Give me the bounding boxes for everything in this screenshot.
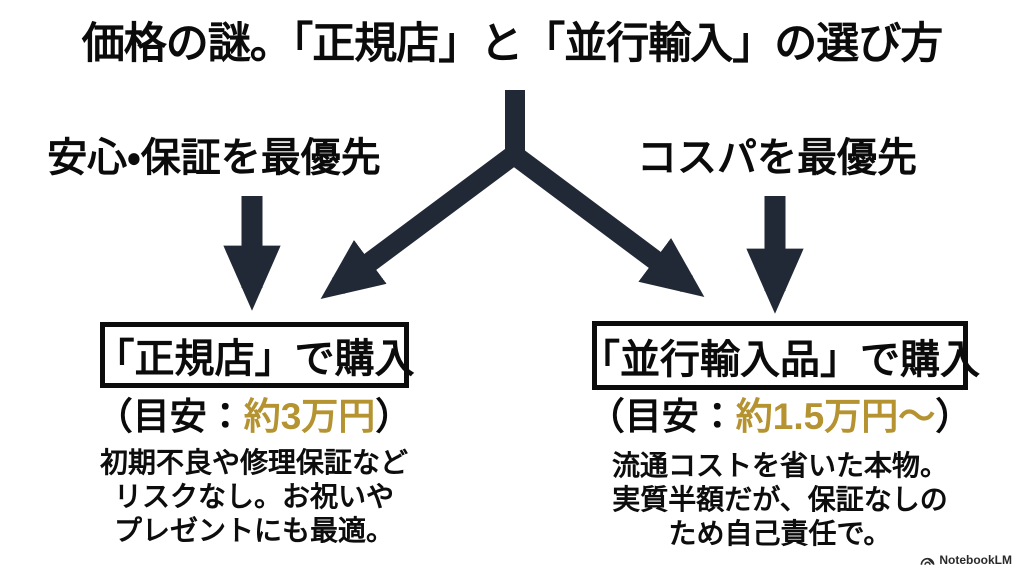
description-left: 初期不良や修理保証など リスクなし。お祝いや プレゼントにも最適。 — [56, 446, 452, 548]
price-guide-left-value: 約3万円 — [243, 396, 376, 437]
description-left-line1: 初期不良や修理保証など — [99, 447, 408, 478]
priority-label-left: 安心・保証を最優先 — [47, 136, 381, 180]
brand-watermark-label: NotebookLM — [939, 553, 1012, 567]
brand-watermark: NotebookLM — [920, 553, 1012, 567]
price-guide-right: （目安：約1.5万円〜） — [578, 394, 982, 440]
choice-box-parallel-import-label: 「並行輸入品」で購入 — [580, 337, 980, 382]
description-right-line3: ため自己責任で。 — [668, 518, 892, 549]
notebooklm-logo-icon — [920, 557, 935, 565]
description-right: 流通コストを省いた本物。 実質半額だが、保証なしの ため自己責任で。 — [578, 449, 982, 551]
price-guide-right-prefix: （目安： — [587, 396, 736, 437]
priority-label-right: コスパを最優先 — [637, 136, 917, 180]
price-guide-right-value: 約1.5万円〜 — [735, 396, 936, 437]
description-left-line2: リスクなし。お祝いや — [113, 481, 394, 512]
price-guide-left: （目安：約3万円） — [60, 394, 448, 440]
page-title: 価格の謎。「正規店」と「並行輸入」の選び方 — [81, 20, 944, 68]
price-guide-left-prefix: （目安： — [95, 396, 244, 437]
choice-box-official-store-label: 「正規店」で購入 — [94, 337, 415, 381]
description-right-line2: 実質半額だが、保証なしの — [612, 484, 948, 515]
price-guide-left-suffix: ） — [375, 396, 413, 437]
price-guide-right-suffix: ） — [935, 396, 973, 437]
choice-box-parallel-import: 「並行輸入品」で購入 — [580, 321, 980, 390]
choice-box-official-store: 「正規店」で購入 — [95, 322, 415, 388]
description-left-line3: プレゼントにも最適。 — [113, 515, 394, 546]
description-right-line1: 流通コストを省いた本物。 — [611, 450, 948, 481]
